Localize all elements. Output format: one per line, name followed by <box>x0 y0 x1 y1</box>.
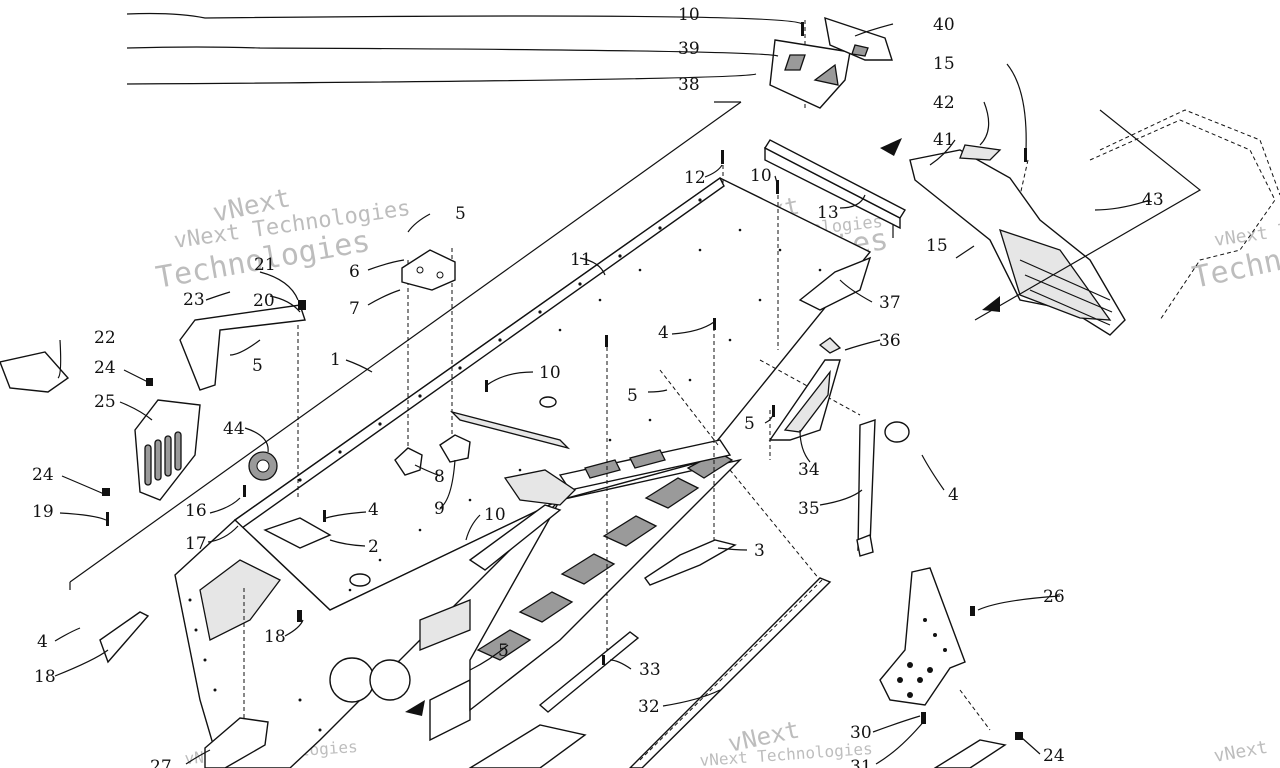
tunnel-left-side <box>174 499 561 768</box>
callout-10-d: 10 <box>484 505 506 525</box>
skid-plate-30 <box>879 567 966 706</box>
plate-27 <box>204 717 269 768</box>
callout-8: 8 <box>434 467 445 487</box>
steering-support-bracket <box>401 249 456 291</box>
callout-2: 2 <box>368 537 379 557</box>
callout-3: 3 <box>754 541 765 561</box>
callout-10-b: 10 <box>750 166 772 186</box>
callout-25: 25 <box>94 392 116 412</box>
fasteners <box>102 22 1027 740</box>
clip-36 <box>818 337 842 354</box>
callout-26: 26 <box>1043 587 1065 607</box>
callout-24-c: 24 <box>1043 746 1065 766</box>
watermark-left: vNext vNext Technologies Technologies <box>153 183 412 296</box>
hitch-39 <box>769 39 851 109</box>
callout-44: 44 <box>223 419 245 439</box>
callout-40: 40 <box>933 15 955 35</box>
callout-13: 13 <box>817 203 839 223</box>
grommet-8 <box>394 447 423 476</box>
slide-rail-32 <box>629 577 832 768</box>
mask <box>84 0 124 96</box>
callout-7: 7 <box>349 299 360 319</box>
direction-arrows <box>405 138 1000 716</box>
callout-31: 31 <box>850 757 872 768</box>
flap-bracket-outline <box>974 109 1202 321</box>
callout-1: 1 <box>330 350 341 370</box>
callout-35: 35 <box>798 499 820 519</box>
callout-37: 37 <box>879 293 901 313</box>
center-brace <box>468 469 577 571</box>
callout-9: 9 <box>434 499 445 519</box>
bracket-18 <box>99 611 150 664</box>
callout-22: 22 <box>94 328 116 348</box>
callout-15-top: 15 <box>933 54 955 74</box>
callout-labels-main: 10 39 38 40 15 42 41 43 15 12 10 13 5 6 … <box>32 5 1164 768</box>
cover-22 <box>0 351 70 393</box>
grommet-44 <box>248 451 278 481</box>
callout-5-d: 5 <box>252 356 263 376</box>
callout-30: 30 <box>850 723 872 743</box>
leader-lines <box>54 12 1151 765</box>
chain-bar-35 <box>856 419 910 557</box>
rear-flap-assembly <box>909 144 1126 336</box>
callout-20: 20 <box>253 291 275 311</box>
guard-25 <box>134 399 201 501</box>
callout-10-c: 10 <box>539 363 561 383</box>
watermark-bottom: vNext vNext Technologies vNext vNext Tec… <box>184 715 1269 768</box>
callout-41: 41 <box>933 130 955 150</box>
callout-15-left: 16 <box>185 501 207 521</box>
handle-40 <box>824 16 893 61</box>
handle-20 <box>179 304 306 391</box>
deflector-34 <box>768 359 841 441</box>
callout-12: 12 <box>684 168 706 188</box>
callout-34: 34 <box>798 460 820 480</box>
running-board <box>468 724 587 768</box>
callout-24-a: 24 <box>94 358 116 378</box>
callout-19: 19 <box>32 502 54 522</box>
callout-36: 36 <box>879 331 901 351</box>
tunnel-outline-bracket <box>69 101 742 590</box>
callout-32: 32 <box>638 697 660 717</box>
bracket-3 <box>644 539 737 586</box>
callout-21: 21 <box>254 255 276 275</box>
rear-bracket-13 <box>764 139 906 238</box>
callout-33: 33 <box>639 660 661 680</box>
callout-42: 42 <box>933 93 955 113</box>
callout-4-b: 4 <box>948 485 959 505</box>
svg-text:vNext: vNext <box>1212 737 1269 767</box>
callout-5-a: 5 <box>455 204 466 224</box>
callout-17: 18 <box>264 627 286 647</box>
callout-5-c: 5 <box>744 414 755 434</box>
callout-18: 18 <box>34 667 56 687</box>
callout-10-top: 10 <box>678 5 700 25</box>
rail-33 <box>538 631 640 713</box>
bracket-37 <box>798 256 872 311</box>
callout-15-right: 15 <box>926 236 948 256</box>
callout-39-top: 39 <box>678 39 700 59</box>
watermark-right: vNext Te Techn <box>1189 218 1280 296</box>
callout-16: 17 <box>185 534 207 554</box>
callout-4-d: 4 <box>37 632 48 652</box>
callout-43: 43 <box>1142 190 1164 210</box>
svg-text:Techn: Techn <box>1189 243 1280 296</box>
callout-4-c: 4 <box>368 500 379 520</box>
plate-31 <box>933 739 1007 768</box>
callout-5-b: 5 <box>627 386 638 406</box>
tunnel-right-side <box>469 439 743 712</box>
callout-24-b: 24 <box>32 465 54 485</box>
callout-27: 27 <box>150 757 172 768</box>
rear-bumper-outline <box>1089 109 1280 321</box>
callout-23: 23 <box>183 290 205 310</box>
bracket-2 <box>263 517 332 549</box>
callout-11: 11 <box>570 250 592 270</box>
callout-38-top: 38 <box>678 75 700 95</box>
grommet-9 <box>439 434 471 463</box>
callout-6: 6 <box>349 262 360 282</box>
callout-4-a: 4 <box>658 323 669 343</box>
callout-5-e: 5 <box>498 641 509 661</box>
